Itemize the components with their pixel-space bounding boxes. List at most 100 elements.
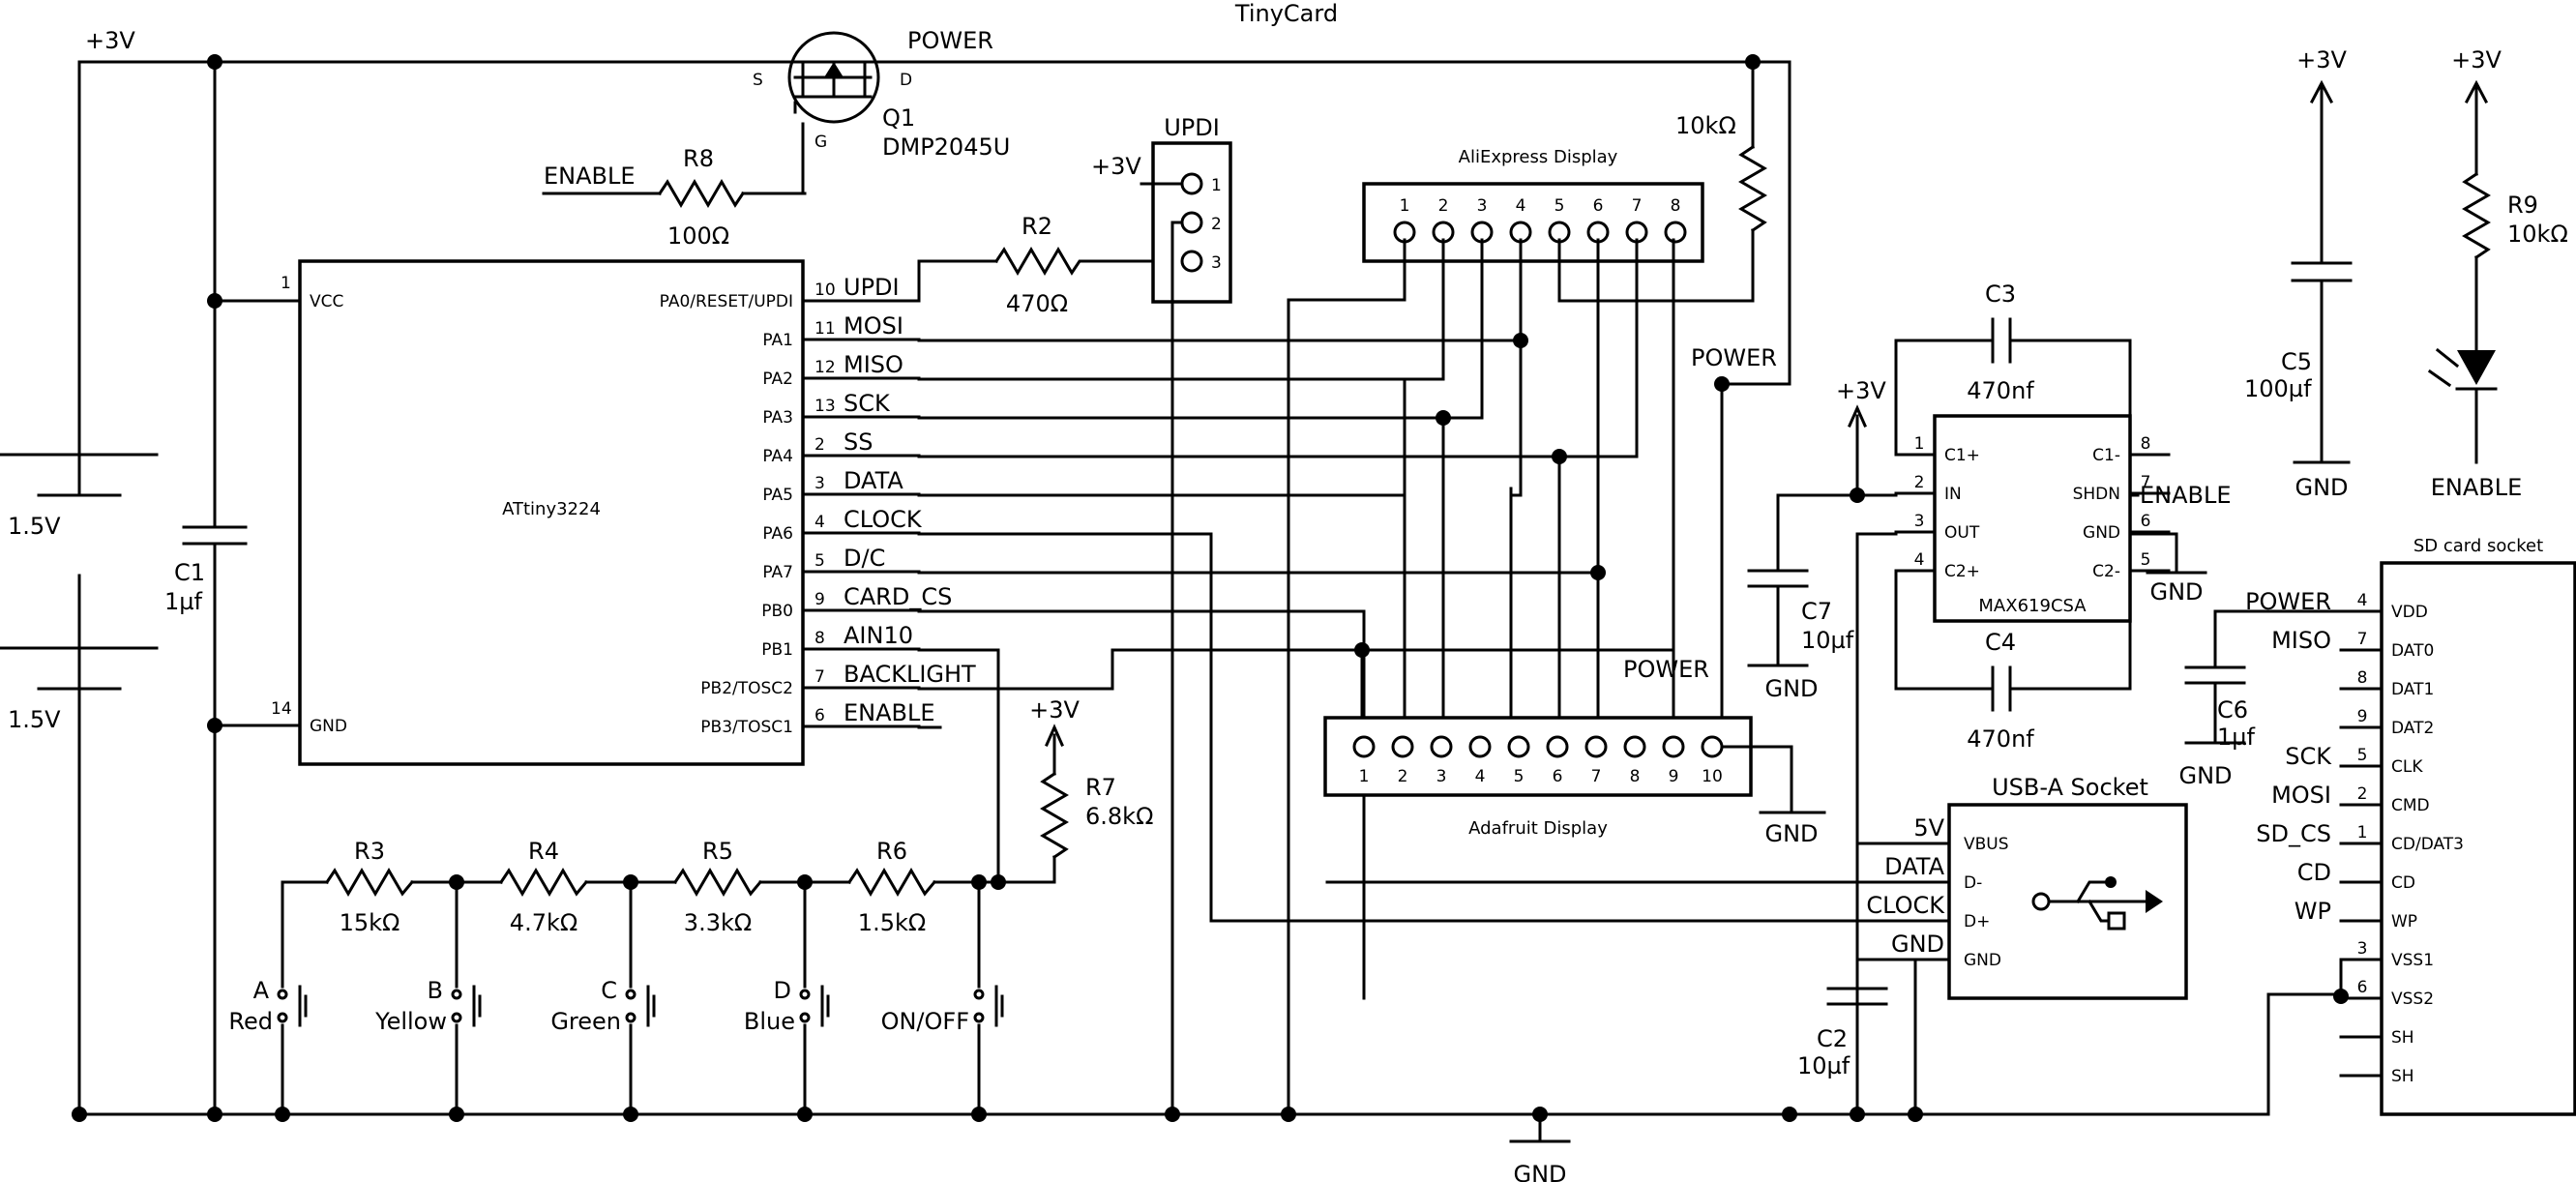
junction-dot	[449, 1107, 464, 1122]
ali-pin-number: 3	[1477, 196, 1488, 216]
usb-pin-label: D-	[1964, 873, 1982, 893]
sd-title: SD card socket	[2413, 536, 2543, 556]
junction-dot	[1850, 488, 1865, 503]
ada-pin	[1584, 735, 1608, 758]
mcu-gnd-label: GND	[310, 717, 347, 736]
sd-pin-label: CLK	[2391, 757, 2423, 777]
junction-dot	[72, 1107, 87, 1122]
mcu-port-label: PA4	[762, 447, 793, 466]
sd-net-label: MOSI	[2271, 782, 2331, 809]
capacitor-c2: C2 10µf	[1797, 987, 1888, 1079]
ada-pin-number: 4	[1475, 767, 1486, 786]
button-color: Green	[550, 1008, 621, 1035]
r2-value: 470Ω	[1006, 290, 1068, 317]
mcu-pin-number: 6	[814, 706, 825, 725]
mcu-pin-number: 8	[814, 629, 825, 648]
ladder-resistor-value: 3.3kΩ	[684, 909, 752, 936]
ladder-resistor-name: R3	[354, 838, 385, 865]
resistor-r8: ENABLE R8 100Ω	[542, 122, 805, 250]
aliexpress-nets	[1287, 238, 1675, 1116]
ada-pin-number: 5	[1514, 767, 1525, 786]
button-contact	[973, 1012, 985, 1023]
junction-dot	[971, 1107, 987, 1122]
c5-vplus: +3V	[2296, 46, 2347, 74]
junction-dot	[1281, 1107, 1296, 1122]
button-color: Yellow	[374, 1008, 447, 1035]
sd-pin-number: 8	[2357, 668, 2368, 688]
c6-value: 1µf	[2217, 724, 2256, 751]
ada-pin-number: 9	[1669, 767, 1679, 786]
junction-dot	[623, 874, 638, 890]
c7-value: 10µf	[1801, 627, 1854, 654]
ada-pin-number: 10	[1702, 767, 1723, 786]
c2-value: 10µf	[1797, 1052, 1851, 1079]
ada-pin-number: 1	[1359, 767, 1370, 786]
c1-name: C1	[174, 559, 205, 586]
power-net-label: POWER	[1691, 344, 1777, 371]
pullup-value: 10kΩ	[1675, 112, 1736, 139]
r9-name: R9	[2507, 192, 2538, 219]
sd-pin-number: 5	[2357, 746, 2368, 765]
mcu-attiny3224: ATtiny3224 VCC 1 GND 14 PA0/RESET/UPDI10…	[271, 259, 976, 766]
mcu-net-label: ENABLE	[844, 699, 935, 726]
battery-cell2-label: 1.5V	[8, 706, 61, 733]
ada-title: Adafruit Display	[1468, 818, 1608, 839]
max619-gnd: GND	[2149, 578, 2203, 606]
q1-g-label: G	[814, 133, 827, 152]
sd-pin-number: 4	[2357, 591, 2368, 610]
sd-pin-label: DAT2	[2391, 719, 2434, 738]
junction-dot	[275, 1107, 290, 1122]
ali-pin-number: 4	[1516, 196, 1526, 216]
junction-dot	[797, 1107, 813, 1122]
button-letter: B	[428, 977, 443, 1004]
mcu-net-label: MOSI	[844, 312, 903, 340]
max619-pin-number: 6	[2141, 512, 2151, 531]
junction-dot	[207, 1107, 222, 1122]
resistor-r7: +3V R7 6.8kΩ	[996, 696, 1153, 884]
junction-dot	[1552, 449, 1567, 464]
sd-pin-number: 3	[2357, 939, 2368, 959]
mcu-net-label: SCK	[844, 390, 891, 417]
ladder-resistor	[324, 868, 415, 897]
updi-header: UPDI 1 2 3 +3V	[1091, 114, 1232, 1116]
q1-s-label: S	[753, 71, 763, 90]
sd-pin-number: 1	[2357, 823, 2368, 842]
usb-net-label: 5V	[1913, 814, 1944, 842]
c7-gnd: GND	[1764, 675, 1818, 702]
q1-d-label: D	[900, 71, 912, 90]
max619-pin-label: C2+	[1944, 562, 1980, 581]
mcu-pin-number: 11	[814, 319, 836, 339]
mcu-net-label: SS	[844, 428, 873, 456]
junction-dot	[1513, 333, 1528, 348]
title: TinyCard	[1234, 0, 1338, 27]
ada-pin-number: 8	[1630, 767, 1641, 786]
ada-power-label: POWER	[1623, 656, 1709, 683]
junction-dot	[1714, 376, 1730, 392]
mcu-pin-number: 5	[814, 551, 825, 571]
ali-pin-number: 5	[1554, 196, 1565, 216]
button-color: Blue	[744, 1008, 795, 1035]
mcu-port-label: PB3/TOSC1	[700, 718, 793, 737]
button-letter: A	[253, 977, 270, 1004]
q1-net-label: POWER	[907, 27, 993, 54]
mcu-port-label: PA1	[762, 331, 793, 350]
battery: 1.5V 1.5V	[0, 453, 159, 733]
ada-pin	[1507, 735, 1530, 758]
sd-pin-label: CD	[2391, 873, 2415, 893]
max619-pin-label: OUT	[1944, 523, 1980, 543]
mcu-net-label: CLOCK	[844, 506, 923, 533]
mcu-vcc-label: VCC	[310, 292, 343, 311]
updi-pin-1: 1	[1211, 176, 1222, 195]
sd-net-label: SD_CS	[2256, 820, 2331, 847]
sd-net-label: WP	[2295, 898, 2331, 925]
max619-pin-label: GND	[2083, 523, 2120, 543]
push-button-onoff: ON/OFF	[881, 874, 1004, 1122]
junction-dot	[1165, 1107, 1180, 1122]
gnd-rail-label: GND	[1513, 1161, 1566, 1182]
ladder-resistor	[498, 868, 589, 897]
